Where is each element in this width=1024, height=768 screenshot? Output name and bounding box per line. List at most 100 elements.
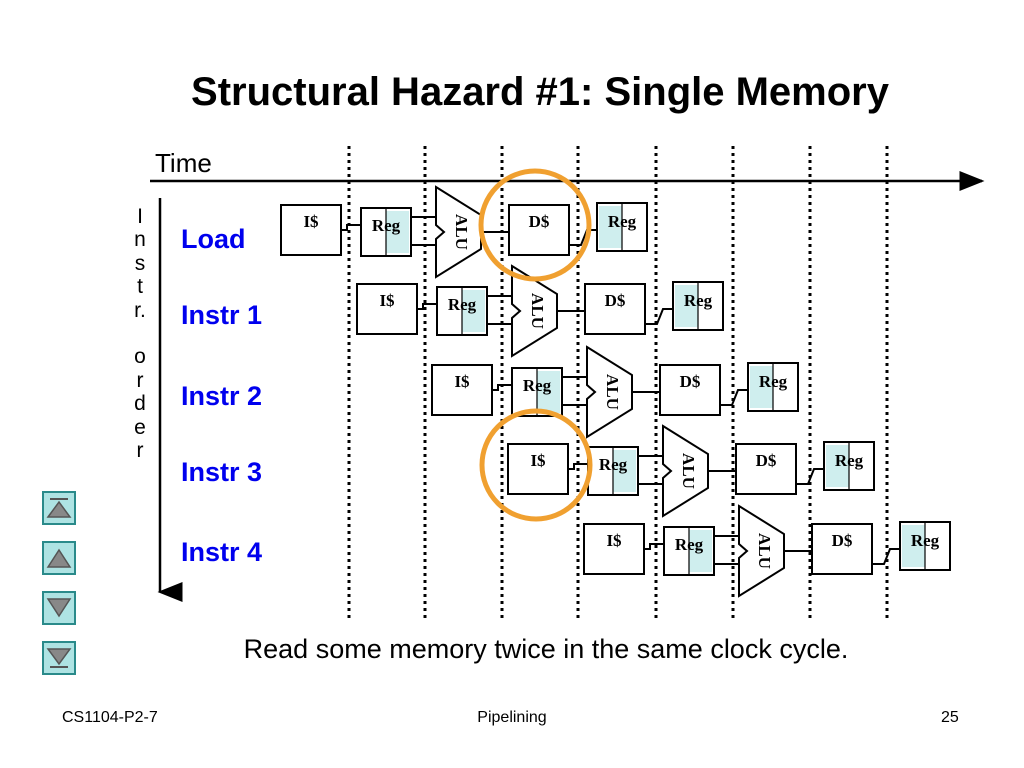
reg-write-label: Reg [911, 531, 940, 550]
imem-label: I$ [606, 531, 622, 550]
footer-page-number: 25 [941, 709, 959, 726]
dmem-box [811, 523, 873, 575]
connector [872, 548, 900, 565]
imem-box [280, 204, 342, 256]
order-char: I [137, 205, 143, 228]
dmem-label: D$ [756, 451, 777, 470]
instr-label-1: Instr 1 [181, 300, 263, 330]
reg-read-label: Reg [675, 535, 704, 554]
reg-read-label: Reg [448, 295, 477, 314]
dmem-box [584, 283, 646, 335]
imem-label: I$ [530, 451, 546, 470]
imem-label: I$ [454, 372, 470, 391]
cycle-dividers [347, 146, 889, 620]
connector [569, 229, 597, 246]
reg-write-label: Reg [759, 372, 788, 391]
reg-read-label: Reg [372, 216, 401, 235]
triangle-down-bar-icon [46, 648, 72, 668]
order-char: s [134, 251, 146, 275]
reg-read-label: Reg [599, 455, 628, 474]
order-char: d [134, 392, 146, 416]
connector [568, 463, 588, 470]
slide-title: Structural Hazard #1: Single Memory [191, 70, 889, 114]
reg-read-shading [386, 211, 409, 253]
reg-write-shading [675, 285, 698, 327]
alu-shape [738, 504, 785, 598]
reg-write-label: Reg [835, 451, 864, 470]
alu-shape [511, 264, 558, 358]
reg-write-label: Reg [608, 212, 637, 231]
first-slide-button[interactable] [42, 491, 76, 525]
instr-label-3: Instr 3 [181, 457, 263, 487]
order-char: t [137, 275, 143, 299]
connector [492, 384, 512, 391]
order-char: o [134, 345, 146, 369]
imem-box [356, 283, 418, 335]
order-char: e [134, 415, 146, 439]
order-char: r [136, 368, 144, 392]
connector [720, 389, 748, 406]
reg-read-shading [537, 371, 560, 413]
alu-label: ALU [755, 533, 774, 569]
hazard-highlight-dmem [478, 168, 592, 282]
footer-course-code: CS1104-P2-7 [62, 709, 158, 726]
alu-shape [662, 424, 709, 518]
pipeline-row: I$ Reg ALU D$ Reg [280, 185, 648, 279]
pipeline-row: I$ Reg ALU D$ Reg [583, 504, 951, 598]
reg-write-shading [826, 445, 849, 487]
triangle-up-icon [46, 548, 72, 568]
reg-read-shading [462, 290, 485, 332]
alu-label: ALU [679, 453, 698, 489]
dmem-label: D$ [832, 531, 853, 550]
triangle-down-icon [46, 598, 72, 618]
reg-write-shading [902, 525, 925, 567]
dmem-label: D$ [680, 372, 701, 391]
slide-caption: Read some memory twice in the same clock… [243, 634, 849, 664]
reg-read-label: Reg [523, 376, 552, 395]
dmem-label: D$ [529, 212, 550, 231]
dmem-box [659, 364, 721, 416]
footer-topic: Pipelining [477, 709, 547, 726]
alu-label: ALU [603, 374, 622, 410]
imem-label: I$ [303, 212, 319, 231]
last-slide-button[interactable] [42, 641, 76, 675]
alu-shape [586, 345, 633, 439]
dmem-label: D$ [605, 291, 626, 310]
previous-slide-button[interactable] [42, 541, 76, 575]
instruction-order-label: I n s t r. o r d e r [126, 205, 154, 462]
dmem-box [508, 204, 570, 256]
order-char: r [136, 438, 144, 462]
order-char [126, 322, 154, 345]
order-char: r. [134, 298, 146, 322]
imem-box [507, 443, 569, 495]
alu-label: ALU [452, 214, 471, 250]
order-char: n [134, 228, 146, 252]
imem-box [431, 364, 493, 416]
next-slide-button[interactable] [42, 591, 76, 625]
alu-label: ALU [528, 293, 547, 329]
imem-box [583, 523, 645, 575]
instr-label-load: Load [181, 224, 246, 254]
connector [417, 303, 437, 310]
imem-label: I$ [379, 291, 395, 310]
connector [645, 308, 673, 325]
connector [644, 543, 664, 550]
dmem-box [735, 443, 797, 495]
triangle-up-bar-icon [46, 498, 72, 518]
connector [341, 224, 361, 231]
pipeline-row: I$ Reg ALU D$ Reg [356, 264, 724, 358]
reg-read-shading [689, 530, 712, 572]
pipeline-row: I$ Reg ALU D$ Reg [431, 345, 799, 439]
reg-read-shading [613, 450, 636, 492]
pipeline-row: I$ Reg ALU D$ Reg [507, 424, 875, 518]
reg-write-shading [599, 206, 622, 248]
instr-label-2: Instr 2 [181, 381, 263, 411]
time-axis-label: Time [155, 148, 212, 178]
instr-label-4: Instr 4 [181, 537, 263, 567]
hazard-highlight-imem [479, 408, 593, 522]
reg-write-label: Reg [684, 291, 713, 310]
reg-write-shading [750, 366, 773, 408]
